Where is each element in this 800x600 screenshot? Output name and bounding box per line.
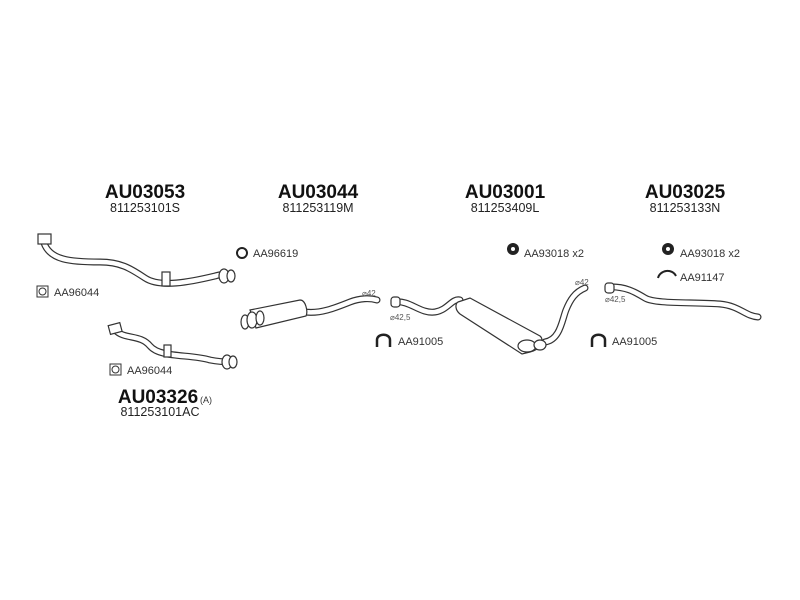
rear-silencer-au03001[interactable]: [390, 284, 589, 355]
accessory-label: AA96044: [54, 287, 99, 299]
oem-number: 811253119M: [282, 201, 353, 215]
part-code: AU03053: [105, 182, 185, 203]
assembly-au03025[interactable]: AU03025 811253133N: [645, 182, 726, 215]
accessory-gasket-2[interactable]: AA96044: [109, 363, 172, 377]
accessory-label: AA96619: [253, 248, 298, 260]
oem-number: 811253101AC: [120, 405, 199, 419]
diameter-label: ⌀42,5: [390, 313, 411, 322]
accessory-gasket-1[interactable]: AA96044: [36, 285, 99, 299]
assembly-au03044[interactable]: AU03044 811253119M: [278, 182, 359, 215]
accessory-clamp-1[interactable]: AA91005: [375, 333, 443, 348]
hanger-icon: [657, 270, 677, 279]
diameter-label: ⌀42: [575, 278, 589, 287]
gasket-icon: [36, 285, 49, 298]
accessory-clamp-2[interactable]: AA91005: [590, 333, 657, 348]
tail-pipe-au03025[interactable]: [604, 282, 762, 321]
oem-number: 811253133N: [650, 201, 721, 215]
diameter-label: ⌀42,5: [605, 295, 626, 304]
accessory-label: AA91147: [680, 272, 724, 284]
variant-note: (A): [200, 395, 212, 405]
part-code: AU03326: [118, 387, 198, 408]
front-pipe-au03053[interactable]: [37, 233, 236, 287]
accessory-label: AA93018 x2: [680, 248, 740, 260]
clamp-icon: [590, 333, 607, 347]
accessory-label: AA91005: [612, 336, 657, 348]
part-code: AU03001: [465, 182, 546, 203]
accessory-rubber-mount-2[interactable]: AA93018 x2: [662, 243, 740, 260]
assembly-au03001[interactable]: AU03001 811253409L: [465, 182, 546, 215]
accessory-label: AA93018 x2: [524, 248, 584, 260]
oem-number: 811253409L: [471, 201, 540, 215]
assembly-au03053[interactable]: AU03053 811253101S: [105, 182, 185, 215]
accessory-label: AA96044: [127, 365, 172, 377]
part-code: AU03025: [645, 182, 726, 203]
part-code: AU03044: [278, 182, 359, 203]
accessory-hanger[interactable]: AA91147: [657, 270, 724, 284]
diameter-label: ⌀42: [362, 289, 376, 298]
clamp-icon: [375, 333, 392, 347]
accessory-rubber-mount-1[interactable]: AA93018 x2: [507, 243, 584, 260]
accessory-label: AA91005: [398, 336, 443, 348]
accessory-ring-seal[interactable]: AA96619: [236, 247, 298, 260]
gasket-icon: [109, 363, 122, 376]
ring-seal-icon: [236, 247, 248, 259]
middle-silencer-au03044[interactable]: [240, 295, 381, 330]
oem-number: 811253101S: [110, 201, 180, 215]
assembly-au03326[interactable]: AU03326 (A) 811253101AC: [118, 387, 212, 419]
front-pipe-au03326[interactable]: [107, 321, 238, 370]
